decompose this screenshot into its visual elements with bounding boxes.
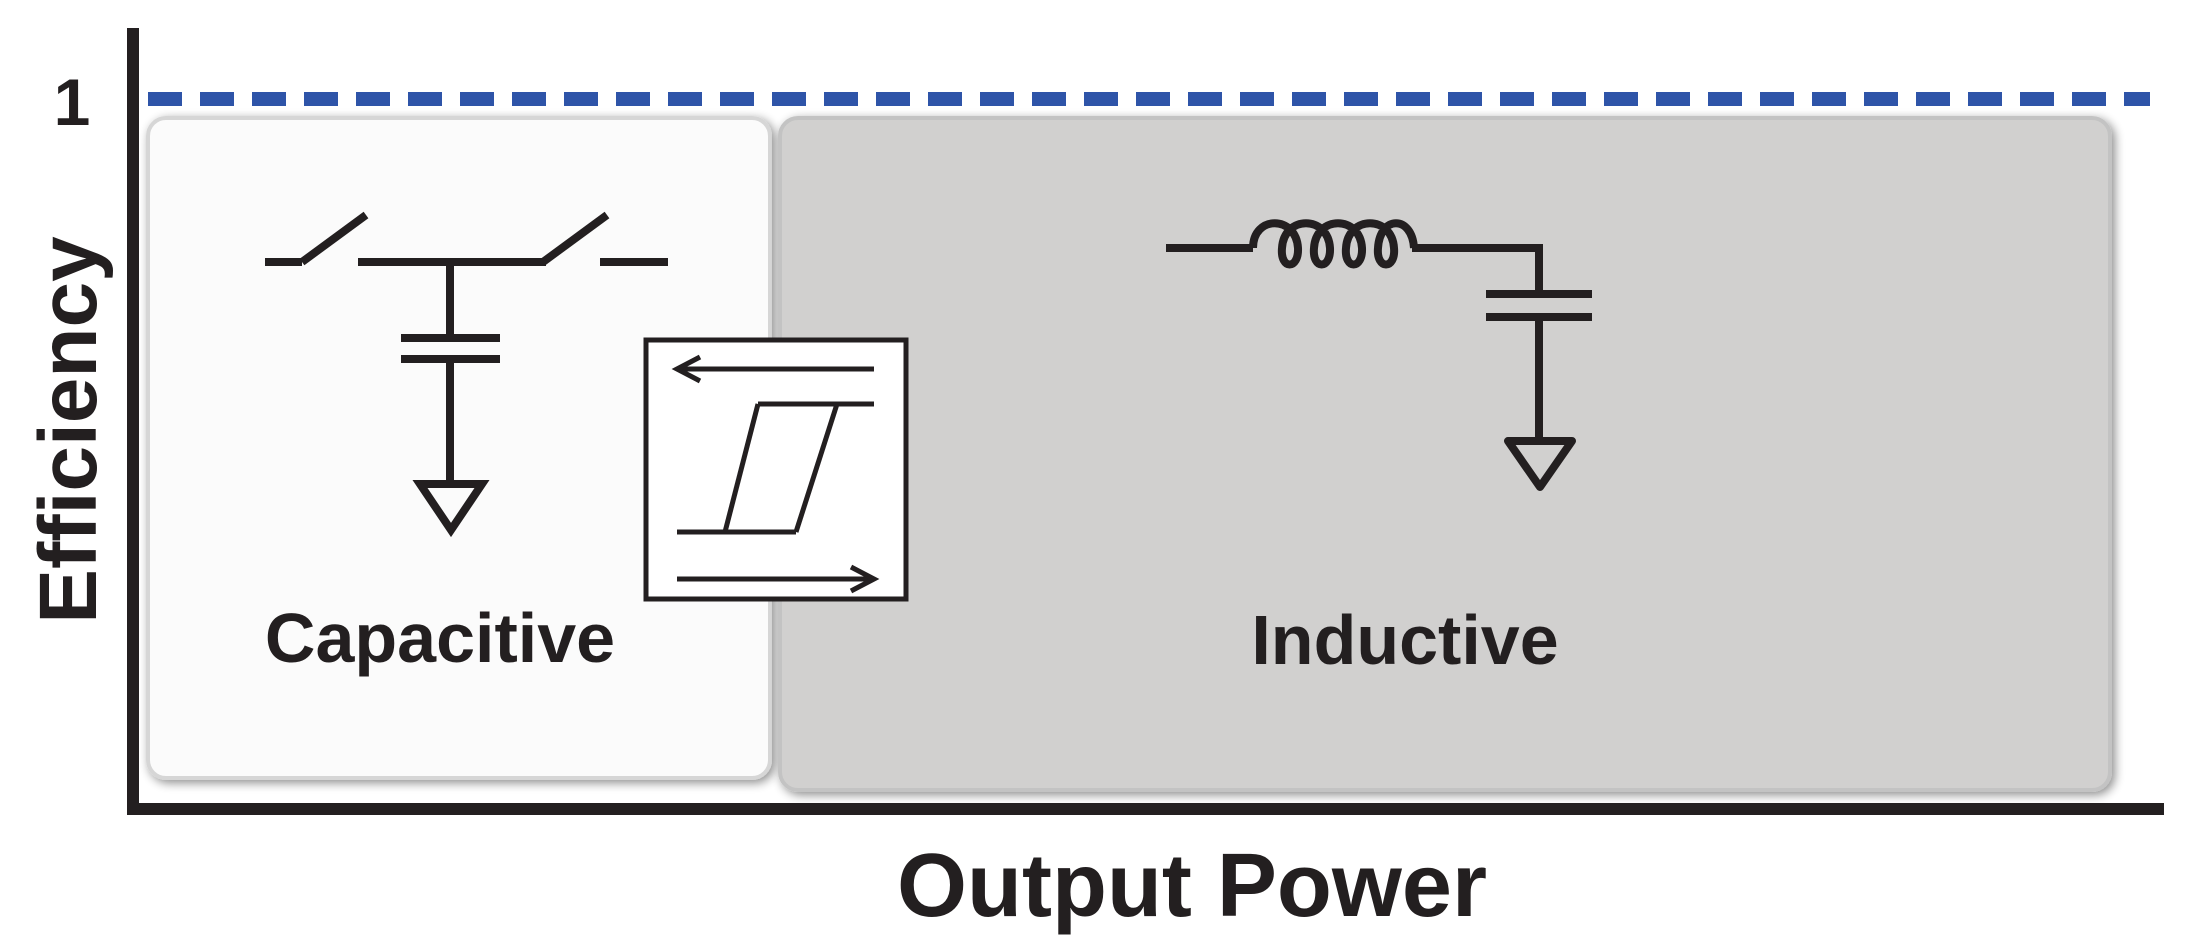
inductor-capacitor-schematic-icon: [1166, 219, 1592, 491]
inductive-label: Inductive: [1251, 601, 1558, 679]
inductive-region: [778, 116, 2112, 792]
switched-capacitor-schematic-icon: [265, 211, 668, 538]
hysteresis-loop-icon: [643, 337, 909, 602]
capacitive-label: Capacitive: [265, 599, 615, 677]
y-tick-label: 1: [54, 65, 91, 139]
x-axis-label: Output Power: [897, 836, 1487, 936]
y-axis-label: Efficiency: [23, 236, 114, 624]
